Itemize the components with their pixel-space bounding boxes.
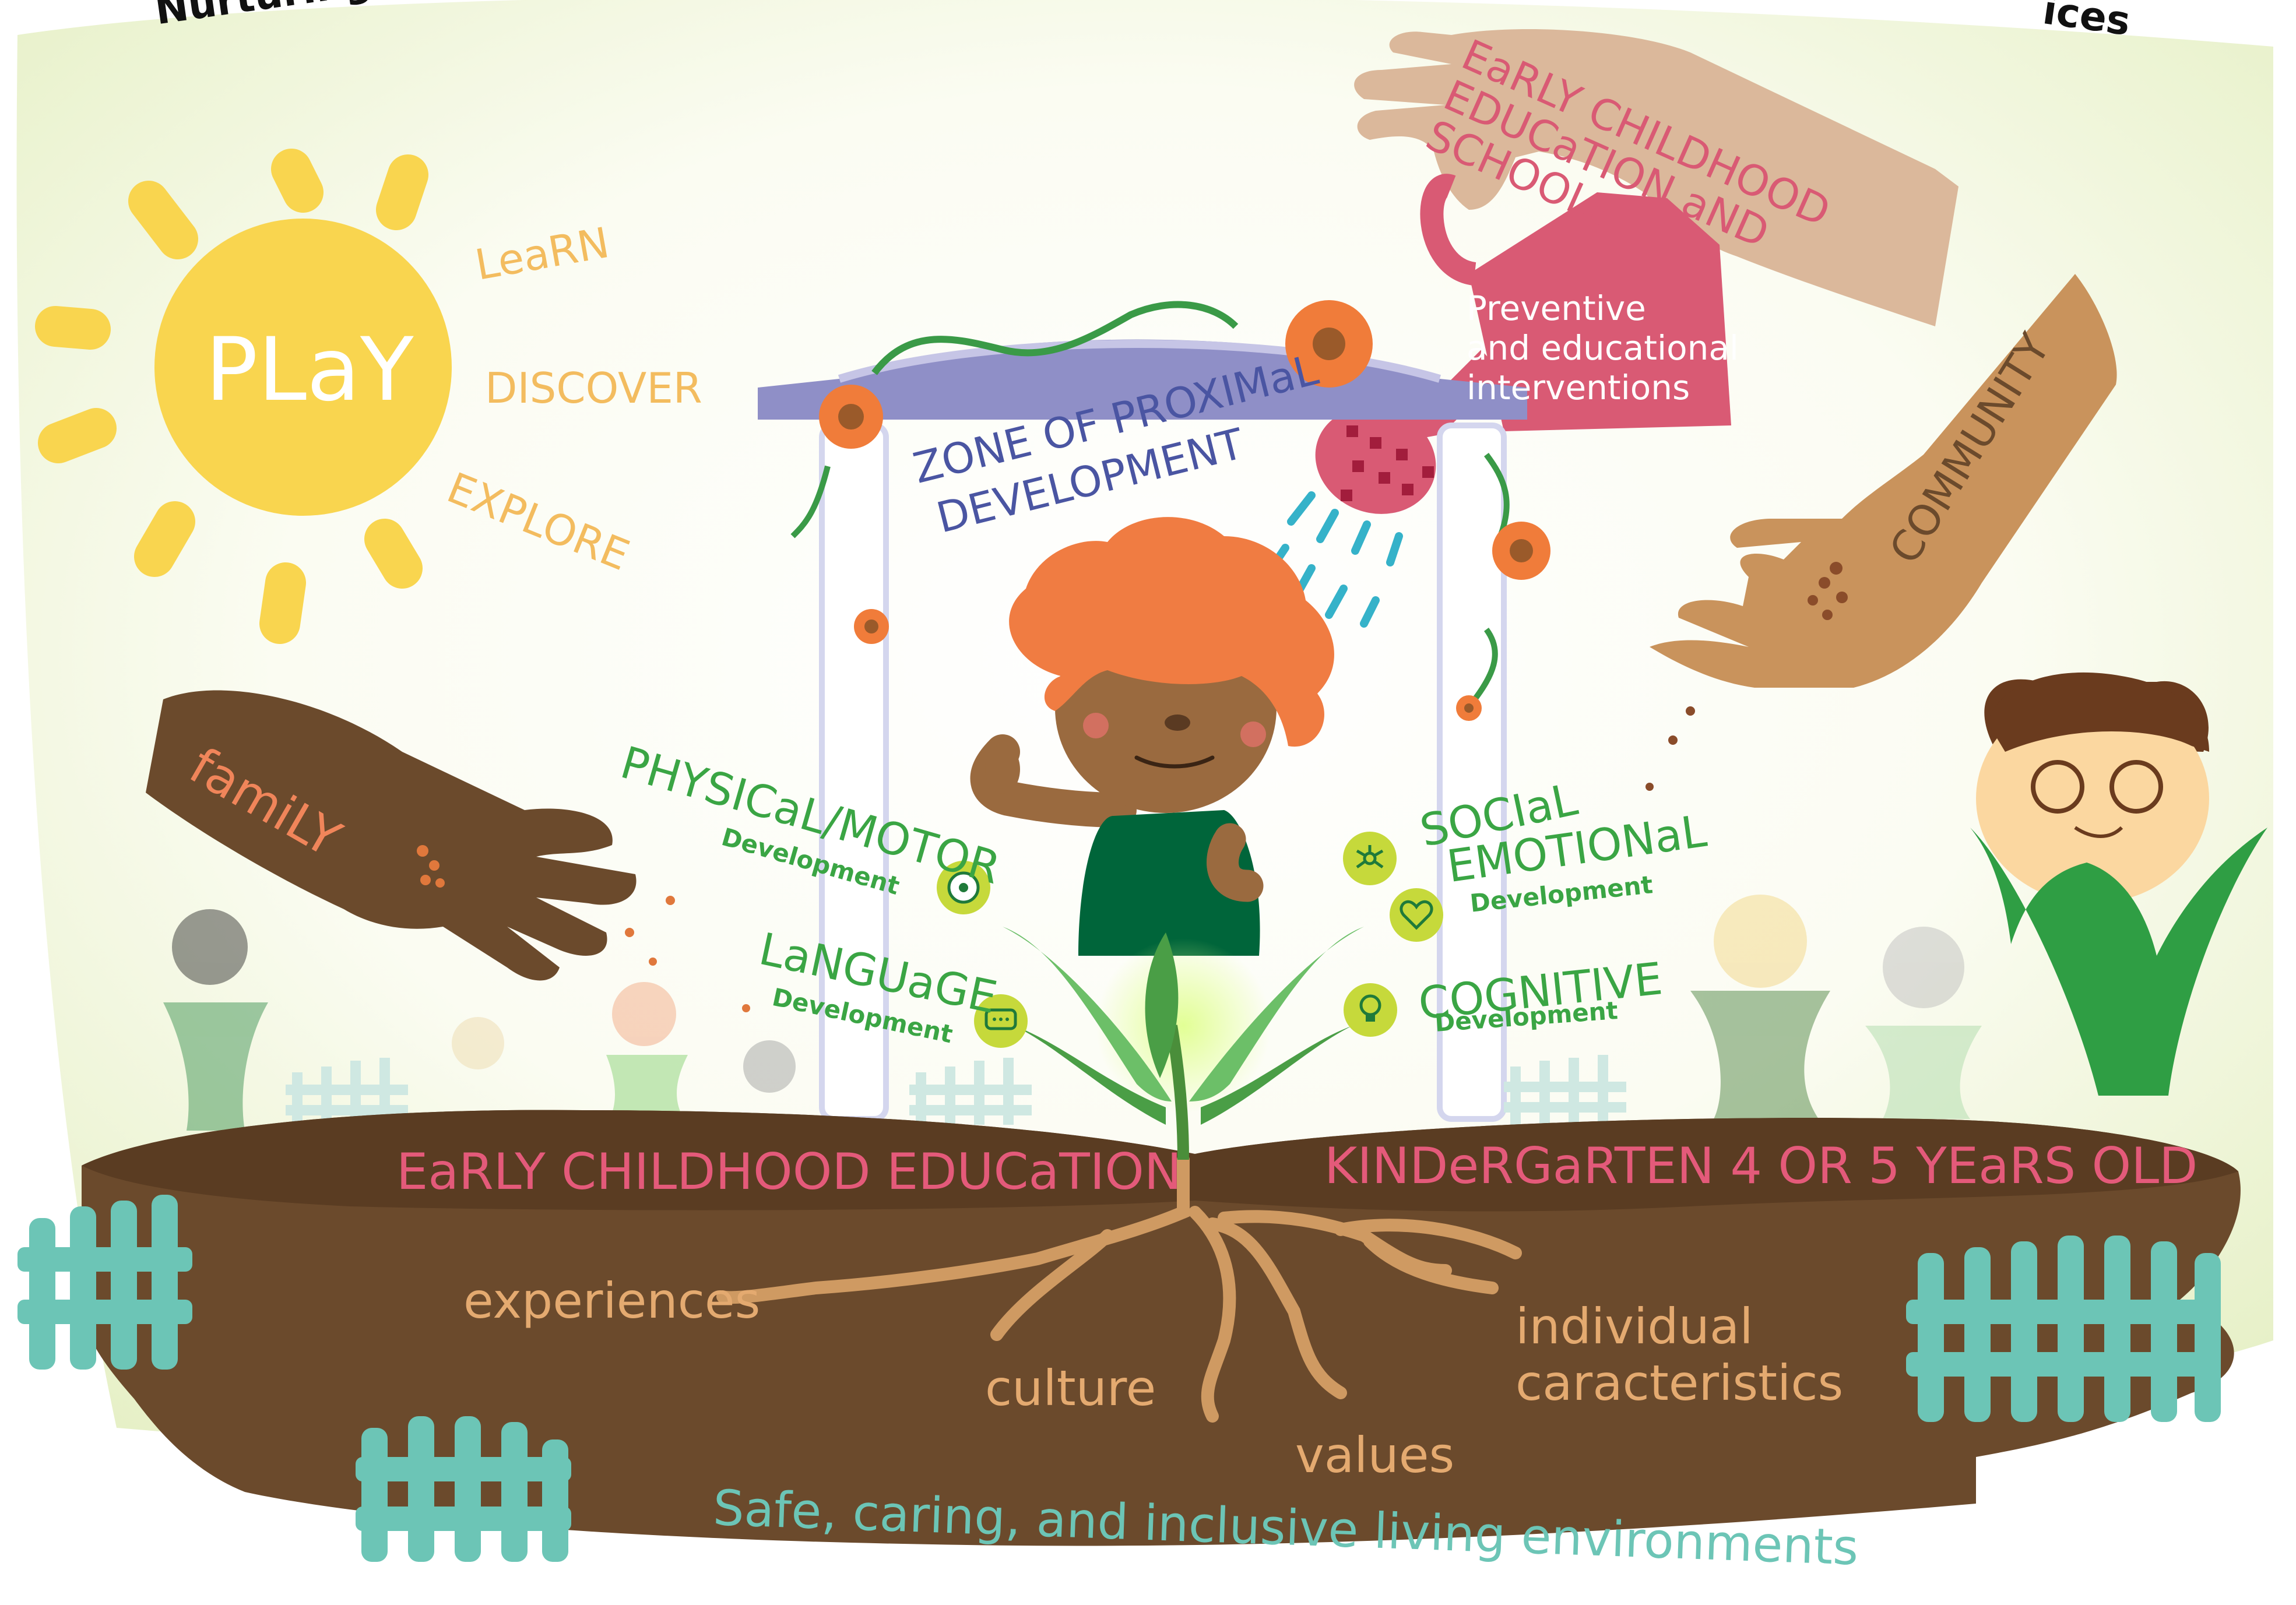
network-icon	[1343, 832, 1397, 885]
lightbulb-icon	[1344, 983, 1397, 1037]
heart-icon	[1390, 888, 1443, 942]
soccer-ball-icon	[937, 861, 990, 914]
central-child	[970, 517, 1334, 956]
fence-right	[1906, 1236, 2221, 1422]
stage-kindergarten-label: KINDeRGaRTEN 4 OR 5 YEaRS OLD	[1324, 1137, 2198, 1195]
fence-left	[17, 1195, 192, 1370]
watering-can-text-line-3: interventions	[1467, 368, 1690, 407]
roots	[716, 1153, 1522, 1423]
small-fences	[286, 1055, 1626, 1125]
family-hand	[146, 690, 637, 981]
watering-can	[1243, 174, 1731, 633]
soil	[78, 1110, 2241, 1546]
arch-flowers	[819, 300, 1550, 721]
schools-hand	[1354, 29, 1959, 326]
seeds	[417, 845, 750, 1012]
watering-can-text-line-1: Preventive	[1467, 288, 1646, 328]
speech-bubble-icon	[974, 994, 1028, 1048]
watering-can-text-line-2: and educational	[1467, 328, 1739, 368]
sun-word-discover: DISCOVER	[485, 364, 702, 413]
fence-bottom	[356, 1416, 571, 1562]
background-children	[163, 895, 1982, 1131]
arch	[758, 301, 1527, 1122]
large-fences	[17, 1195, 2221, 1562]
central-plant	[1003, 927, 1364, 1160]
root-label-individual-caracteristics: individual caracteristics	[1516, 1298, 1844, 1412]
root-label-experiences: experiences	[463, 1272, 761, 1329]
sun-group	[35, 149, 452, 644]
development-icons	[937, 832, 1443, 1048]
root-label-values: values	[1295, 1427, 1455, 1484]
stage-early-childhood-label: EaRLY CHILDHOOD EDUCaTION	[396, 1143, 1182, 1201]
boy-with-glasses	[1970, 672, 2267, 1096]
root-label-culture: culture	[985, 1360, 1156, 1417]
sun-label-play: PLaY	[205, 319, 414, 421]
community-hand	[1650, 274, 2117, 688]
